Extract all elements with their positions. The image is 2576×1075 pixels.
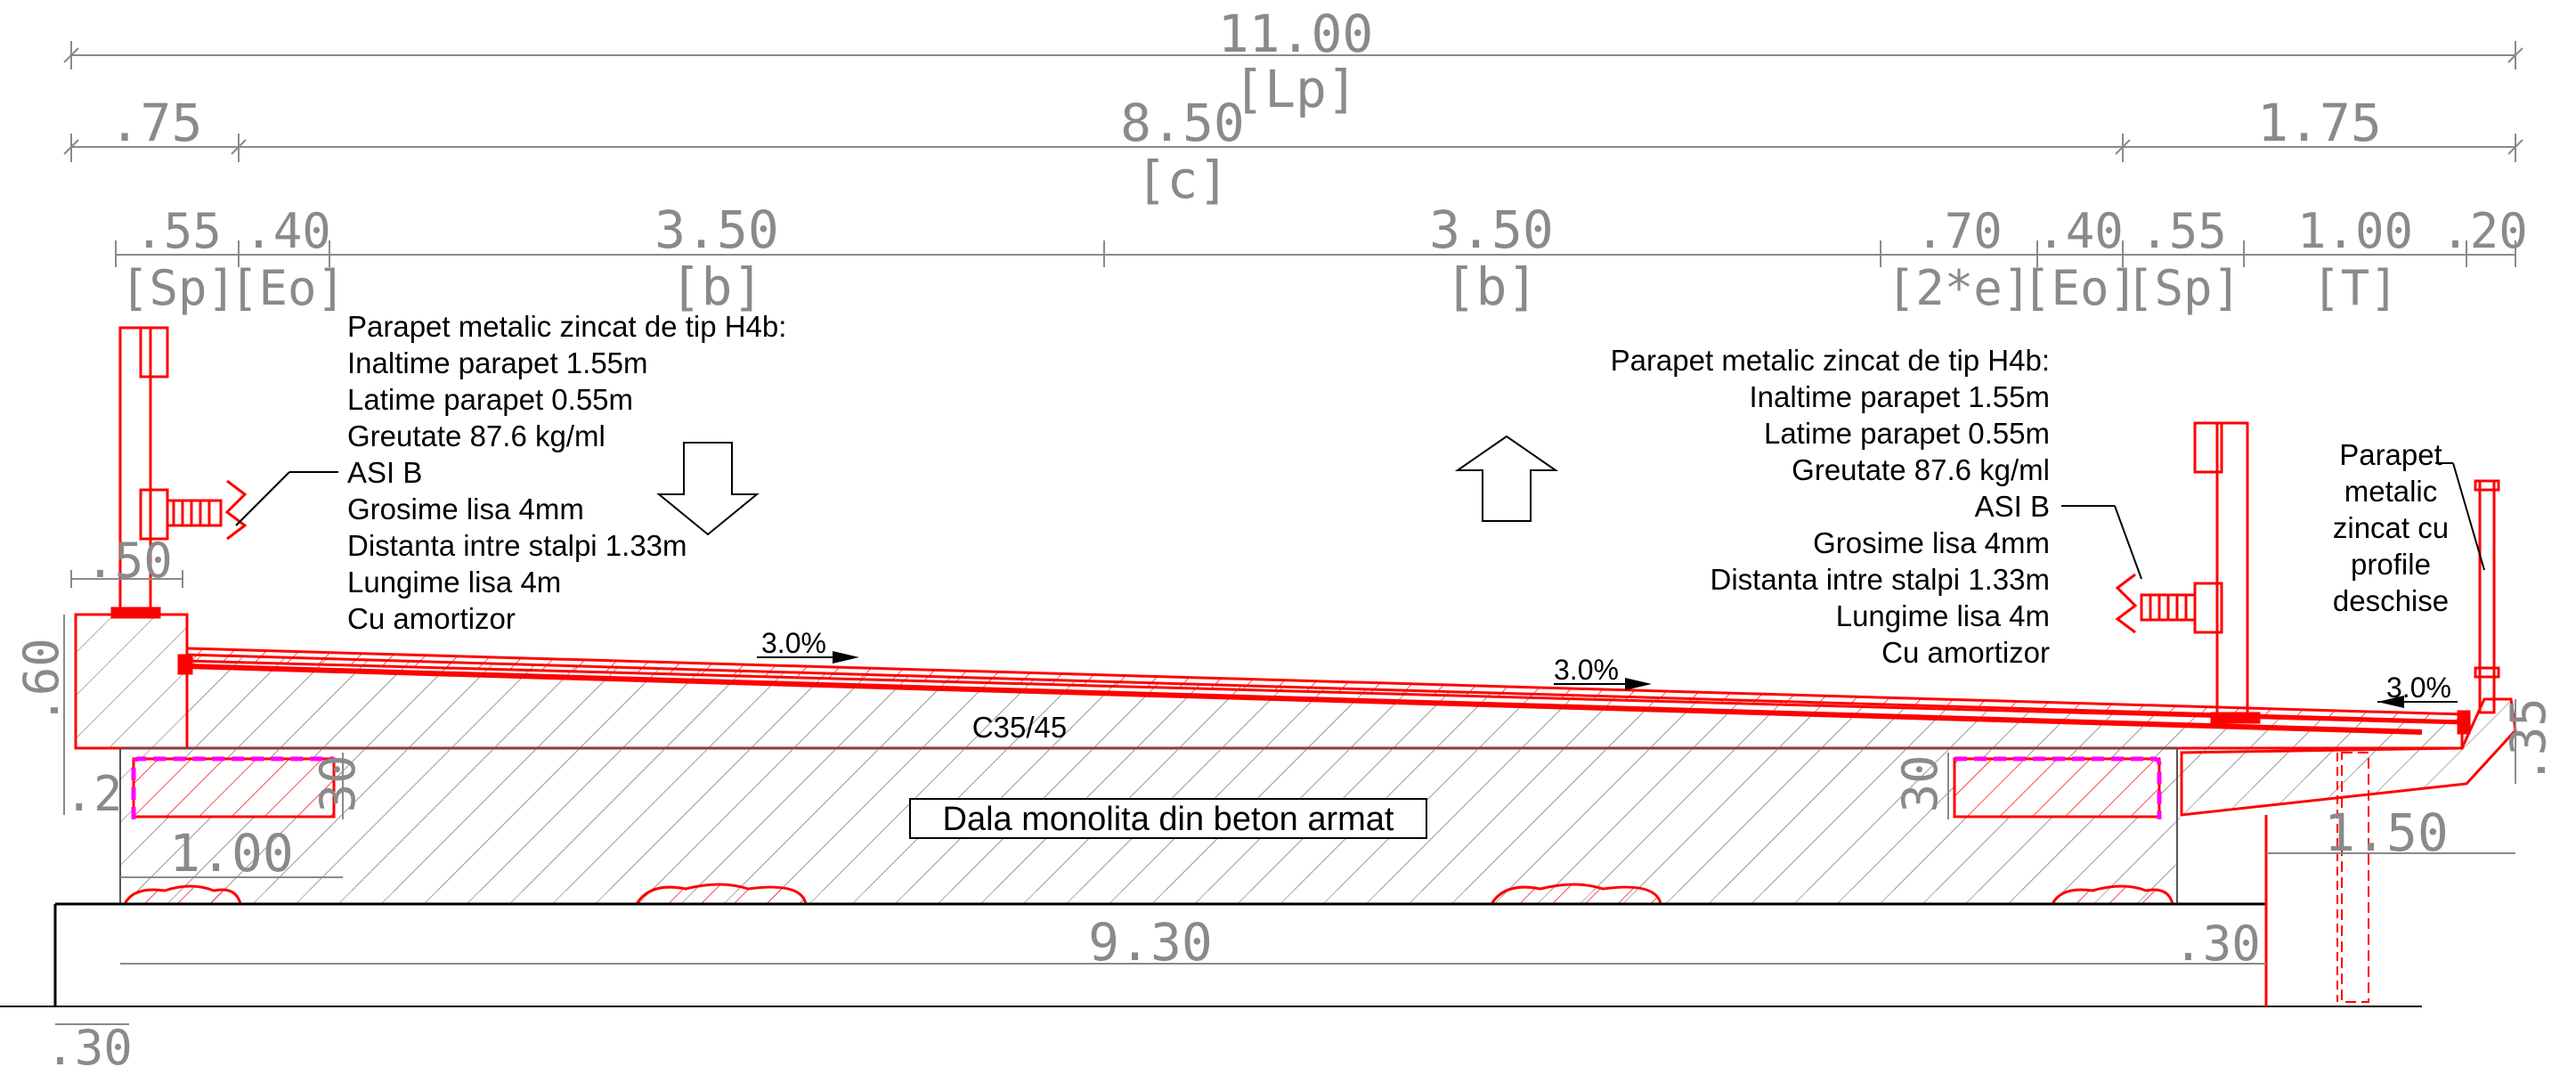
slope-left: 3.0% <box>761 627 826 659</box>
note-left-line: Inaltime parapet 1.55m <box>347 346 648 379</box>
dim-lane-left: 3.50 <box>654 200 779 260</box>
dimension-marks-misc <box>55 570 2516 1025</box>
dim-right-eo: .40 <box>2036 203 2124 259</box>
dim-curb-height: .60 <box>13 638 69 725</box>
dim-right-30: 30 <box>1892 754 1948 812</box>
left-curb <box>74 613 189 750</box>
dim-left-eo-label: [Eo] <box>230 260 345 316</box>
note-right-line: Distanta intre stalpi 1.33m <box>1710 563 2050 596</box>
dim-right-edge: .20 <box>2441 203 2528 259</box>
monolithic-slab <box>119 747 2178 906</box>
notes-left: Parapet metalic zincat de tip H4b: Inalt… <box>347 310 786 635</box>
dimension-chain-second <box>63 134 2523 162</box>
notes-far-right: Parapet metalic zincat cu profile deschi… <box>2333 438 2449 617</box>
note-left-line: Lungime lisa 4m <box>347 566 561 599</box>
traffic-direction-up-icon <box>1454 435 1559 522</box>
note-far-right-line: deschise <box>2333 584 2449 617</box>
note-right-line: Grosime lisa 4mm <box>1813 526 2050 559</box>
dim-bottom-930: 9.30 <box>1088 912 1213 973</box>
dimension-chain-third <box>115 240 2516 267</box>
dim-right-eo-label: [Eo] <box>2022 260 2138 316</box>
slope-middle: 3.0% <box>1554 654 1619 686</box>
note-right-line: Greutate 87.6 kg/ml <box>1792 453 2050 486</box>
note-right-line: Cu amortizor <box>1881 636 2050 669</box>
dim-left-sp: .55 <box>134 203 222 259</box>
concrete-class: C35/45 <box>972 711 1067 744</box>
note-right-line: Parapet metalic zincat de tip H4b: <box>1611 344 2050 377</box>
dim-right-sp-label: [Sp] <box>2125 260 2241 316</box>
dim-right-t: 1.00 <box>2297 203 2413 259</box>
note-right-line: Inaltime parapet 1.55m <box>1749 380 2050 413</box>
slope-arrow-icon <box>757 651 2458 708</box>
dim-carriageway-label: [c] <box>1136 150 1230 210</box>
dim-total-width: 11.00 <box>1218 4 1374 64</box>
traffic-direction-down-icon <box>656 442 760 536</box>
note-left-line: Latime parapet 0.55m <box>347 383 633 416</box>
dim-right-35: .35 <box>2500 697 2556 785</box>
notes-right: Parapet metalic zincat de tip H4b: Inalt… <box>1611 344 2050 669</box>
note-left-line: Distanta intre stalpi 1.33m <box>347 529 687 562</box>
dim-lane-left-label: [b] <box>670 257 764 317</box>
slab-label-box <box>909 798 1427 839</box>
note-left-line: Greutate 87.6 kg/ml <box>347 419 605 452</box>
dim-right-2e-label: [2*e] <box>1887 260 2032 316</box>
note-right-line: Latime parapet 0.55m <box>1764 417 2050 450</box>
dim-right-overhang: 1.75 <box>2257 93 2382 153</box>
note-right-line: Lungime lisa 4m <box>1836 599 2050 632</box>
note-left-line: Cu amortizor <box>347 602 516 635</box>
dim-total-width-label: [Lp] <box>1233 59 1358 119</box>
slope-right: 3.0% <box>2386 672 2451 704</box>
dim-right-t-label: [T] <box>2312 260 2399 316</box>
note-far-right-line: metalic <box>2344 475 2438 508</box>
far-right-railing <box>2474 479 2500 714</box>
dim-right-sp: .55 <box>2140 203 2227 259</box>
dimension-chain-top <box>63 41 2523 69</box>
dim-left-overhang: .75 <box>110 93 203 153</box>
dim-carriageway: 8.50 <box>1120 93 1245 153</box>
dim-left-sp-label: [Sp] <box>120 260 236 316</box>
note-far-right-line: Parapet <box>2339 438 2442 471</box>
slab-label: Dala monolita din beton armat <box>943 801 1394 838</box>
left-guardrail <box>110 326 248 619</box>
note-far-right-line: profile <box>2351 548 2431 581</box>
dim-left-30: 30 <box>310 754 366 812</box>
note-left-line: Parapet metalic zincat de tip H4b: <box>347 310 786 343</box>
dim-lane-right-label: [b] <box>1445 257 1539 317</box>
dim-right-2e: .70 <box>1915 203 2003 259</box>
note-far-right-line: zincat cu <box>2333 511 2449 544</box>
dim-left-eo: .40 <box>244 203 331 259</box>
dim-left-100: 1.00 <box>169 823 294 884</box>
dim-bottom-30-right: .30 <box>2174 916 2261 972</box>
substructure <box>0 752 2422 1007</box>
note-left-line: ASI B <box>347 456 422 489</box>
dim-curb-width: .50 <box>85 533 173 589</box>
right-guardrail <box>2115 421 2261 724</box>
dim-left-2: .2 <box>64 766 122 822</box>
dim-lane-right: 3.50 <box>1429 200 1554 260</box>
dim-bottom-30-left: .30 <box>45 1020 133 1075</box>
note-right-line: ASI B <box>1975 490 2050 523</box>
right-cantilever <box>2180 697 2517 817</box>
note-left-line: Grosime lisa 4mm <box>347 493 584 525</box>
dim-right-150: 1.50 <box>2324 802 2449 863</box>
